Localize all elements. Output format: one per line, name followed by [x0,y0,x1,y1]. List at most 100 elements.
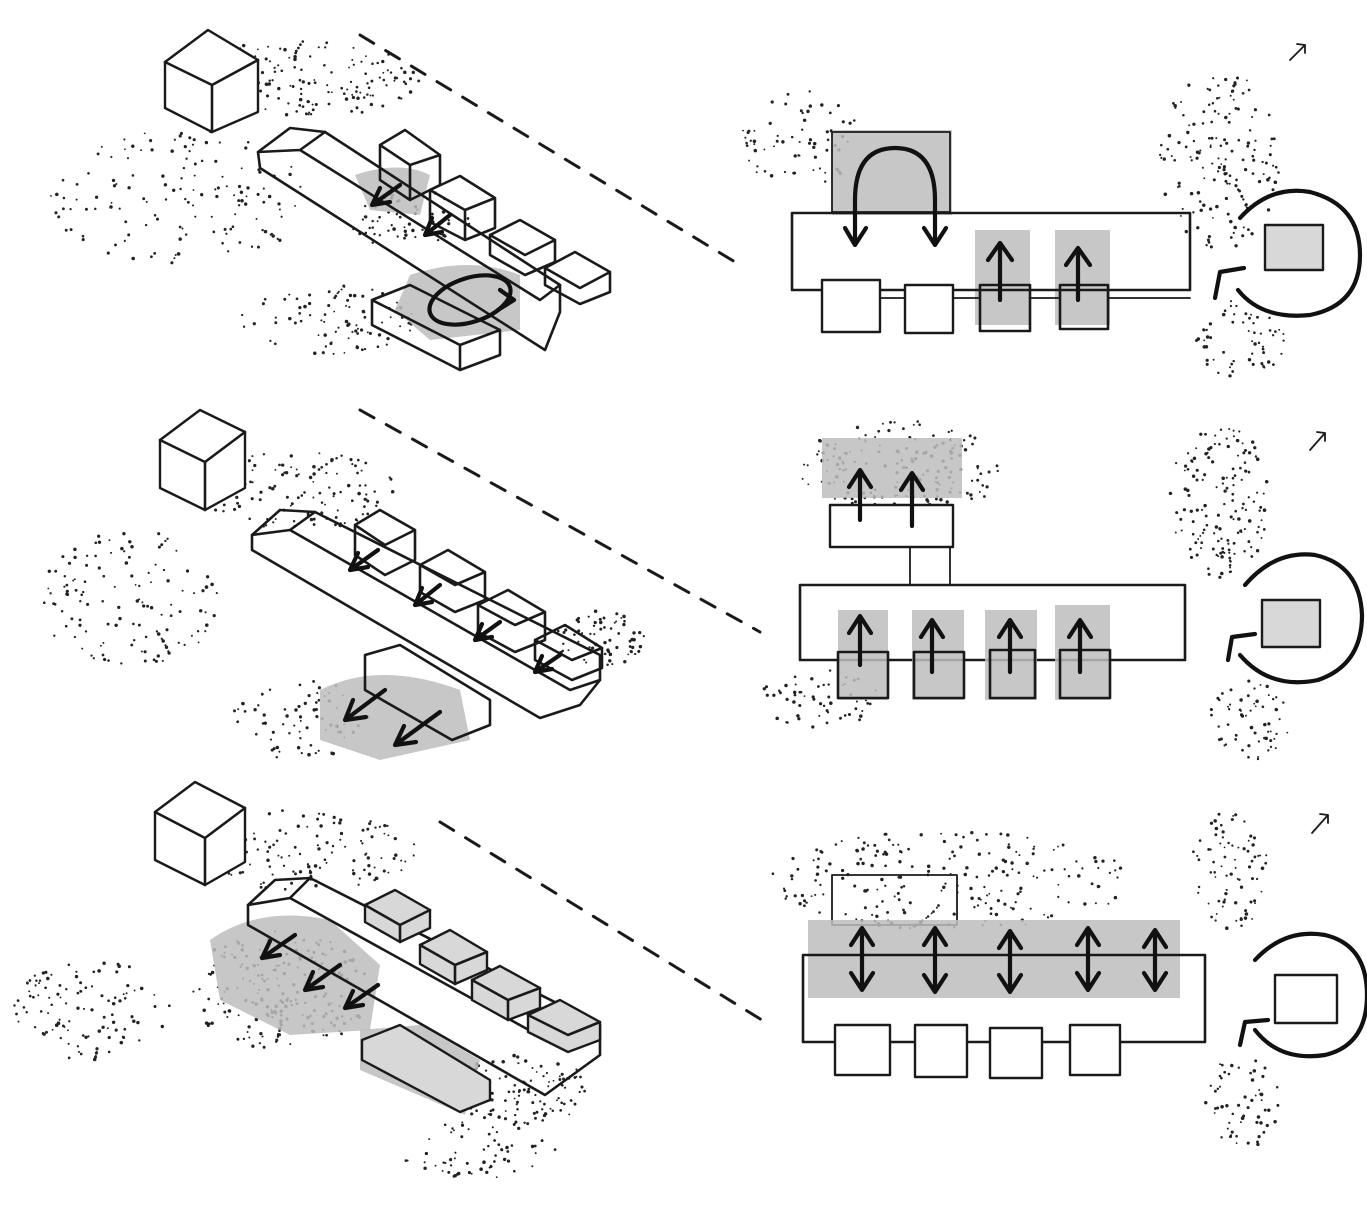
stipple-dot [970,497,973,500]
stipple-dot [1164,193,1168,197]
stipple-dot [604,653,607,656]
stipple-dot [68,1043,70,1045]
stipple-dot [1220,429,1222,431]
stipple-dot [1262,706,1265,709]
stipple-dot [1232,84,1235,87]
stipple-dot [1000,890,1002,892]
stipple-dot [615,612,618,615]
stipple-dot [1266,1124,1269,1127]
stipple-dot [876,850,879,853]
stipple-dot [949,858,951,860]
stipple-dot [742,130,744,132]
stipple-dot [608,639,611,642]
stipple-dot [856,426,859,429]
stipple-dot [491,1060,494,1063]
stipple-dot [192,204,194,206]
stipple-dot [313,523,316,526]
stipple-dot [1202,167,1204,169]
stipple-dot [366,82,368,84]
stipple-dot [344,522,346,524]
stipple-dot [68,562,71,565]
stipple-dot [1228,549,1231,552]
stipple-dot [225,233,227,235]
stipple-dot [1166,148,1169,151]
stipple-dot [1262,1131,1265,1134]
stipple-dot [317,844,319,846]
stipple-dot [747,131,750,134]
stipple-dot [356,332,359,335]
stipple-dot [187,570,189,572]
stipple-dot [988,852,990,854]
stipple-dot [1253,855,1256,858]
stipple-dot [17,999,20,1002]
stipple-dot [973,906,975,908]
stipple-dot [59,1019,61,1021]
stipple-dot [404,230,407,233]
stipple-dot [1260,891,1262,893]
stipple-dot [285,714,288,717]
stipple-dot [1273,137,1276,140]
stipple-dot [1241,715,1244,718]
stipple-dot [1230,305,1232,307]
stipple-dot [352,872,355,875]
stipple-dot [491,1108,494,1111]
stipple-dot [861,710,863,712]
stipple-dot [362,829,365,832]
stipple-dot [316,818,319,821]
stipple-dot [1226,539,1229,542]
stipple-dot [302,814,305,817]
stipple-dot [294,708,297,711]
stipple-dot [29,995,32,998]
stipple-dot [302,105,305,108]
stipple-dot [793,172,796,175]
axonometric-1 [258,128,610,370]
stipple-dot [608,659,611,662]
stipple-dot [1273,1120,1276,1123]
stipple-dot [506,1150,509,1153]
stipple-dot [745,142,748,145]
stipple-dot [524,1059,527,1062]
stipple-dot [1228,428,1230,430]
stipple-dot [79,990,82,993]
stipple-dot [243,1038,245,1040]
stipple-dot [1033,846,1035,848]
stipple-dot [1247,228,1250,231]
row-2 [160,410,1362,760]
stipple-dot [988,893,990,895]
stipple-dot [228,1009,231,1012]
stipple-dot [794,675,797,678]
stipple-dot [97,152,100,155]
stipple-dot [229,228,232,231]
stipple-dot [333,311,335,313]
stipple-dot [875,915,878,918]
stipple-dot [1240,195,1243,198]
stipple-dot [357,492,361,496]
stipple-dot [351,499,354,502]
stipple-dot [1264,862,1267,865]
stipple-dot [166,538,168,540]
stipple-dot [876,905,879,908]
stipple-dot [281,463,284,466]
stipple-dot [1228,557,1231,560]
stipple-dot [18,1021,20,1023]
stipple-dot [1220,538,1222,540]
stipple-dot [1210,1085,1212,1087]
stipple-dot [1033,875,1035,877]
stipple-dot [1192,520,1195,523]
stipple-dot [797,154,800,157]
stipple-dot [425,1152,428,1155]
stipple-dot [1214,1107,1217,1110]
stipple-dot [1248,451,1251,454]
stipple-dot [77,992,80,995]
stipple-dot [205,141,208,144]
stipple-dot [373,879,376,882]
stipple-dot [26,982,29,985]
stipple-dot [268,486,271,489]
stipple-dot [256,218,258,220]
stipple-dot [382,79,385,82]
stipple-dot [1067,901,1069,903]
stipple-dot [829,669,831,671]
stipple-dot [370,80,373,83]
stipple-dot [1248,330,1250,332]
stipple-dot [257,704,259,706]
